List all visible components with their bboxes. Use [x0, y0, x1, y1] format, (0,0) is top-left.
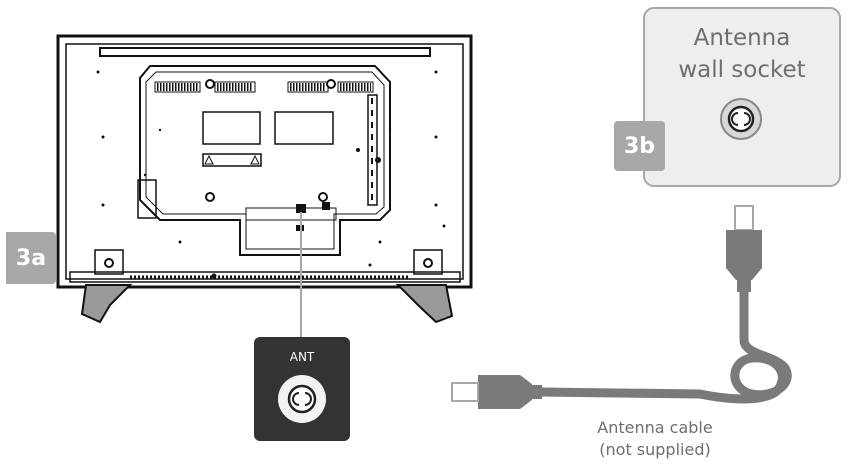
tv-vent-right: [337, 81, 374, 93]
tv-foot-mount-right: [413, 249, 443, 275]
ant-port-label: ANT: [289, 350, 315, 364]
wall-socket-plate: [643, 7, 841, 187]
tv-leg-left: [80, 284, 133, 324]
tv-top-bar: [99, 47, 431, 57]
tv-warning-label: [202, 153, 262, 167]
tv-vent-left: [154, 81, 201, 93]
wall-socket-title-line2: wall socket: [678, 57, 806, 83]
tv-side-connector-strip: [367, 94, 378, 206]
tv-leg-right: [395, 284, 454, 324]
step-badge-3a: 3a: [6, 232, 56, 284]
cable-wire: [535, 285, 792, 404]
tv-port: [322, 202, 330, 210]
tv-screw: [205, 79, 215, 89]
ant-port-callout: [254, 337, 350, 441]
tv-vent-mid-left: [214, 81, 256, 93]
wall-socket-pin-icon: [731, 112, 751, 126]
tv-screw: [318, 192, 328, 202]
wall-socket-title: Antenna wall socket: [646, 22, 838, 86]
cable-top-connector-tip: [734, 205, 754, 231]
warning-triangle-icon: [204, 154, 214, 165]
tv-back: [56, 34, 473, 324]
tv-screw: [205, 192, 215, 202]
tv-outer-frame: [56, 34, 473, 289]
wall-socket-title-line1: Antenna: [693, 25, 791, 51]
wall-socket: [643, 7, 841, 187]
cable-caption-line1: Antenna cable: [597, 418, 713, 437]
ant-port-socket: [287, 384, 317, 414]
tv-screw: [326, 79, 336, 89]
tv-screw-holes: [96, 70, 446, 279]
cable-left-connector-tip: [451, 382, 479, 402]
tv-foot-mount-left: [94, 249, 124, 275]
tv-foot-mount-screw: [423, 258, 433, 268]
tv-foot-mount-screw: [104, 258, 114, 268]
antenna-cable: [451, 205, 792, 409]
tv-left-bracket: [137, 179, 157, 219]
cable-left-connector-collar: [530, 385, 542, 399]
cable-caption: Antenna cable (not supplied): [570, 417, 740, 461]
warning-triangle-icon: [250, 154, 260, 165]
ant-port-socket-pin-icon: [292, 392, 312, 406]
cable-top-connector-body: [726, 230, 762, 280]
tv-label-right: [274, 111, 334, 145]
tv-bottom-strip: [69, 271, 461, 283]
tv-inner-frame: [65, 43, 464, 280]
tv-connector-box: [245, 207, 337, 221]
tv-label-left: [202, 111, 261, 145]
step-badge-3b: 3b: [614, 121, 665, 171]
tv-ant-connector: [296, 204, 306, 213]
cable-left-connector-body: [478, 375, 532, 409]
tv-center-panel-inner: [145, 71, 385, 250]
tv-center-panel: [139, 65, 391, 256]
cable-caption-line2: (not supplied): [599, 440, 711, 459]
